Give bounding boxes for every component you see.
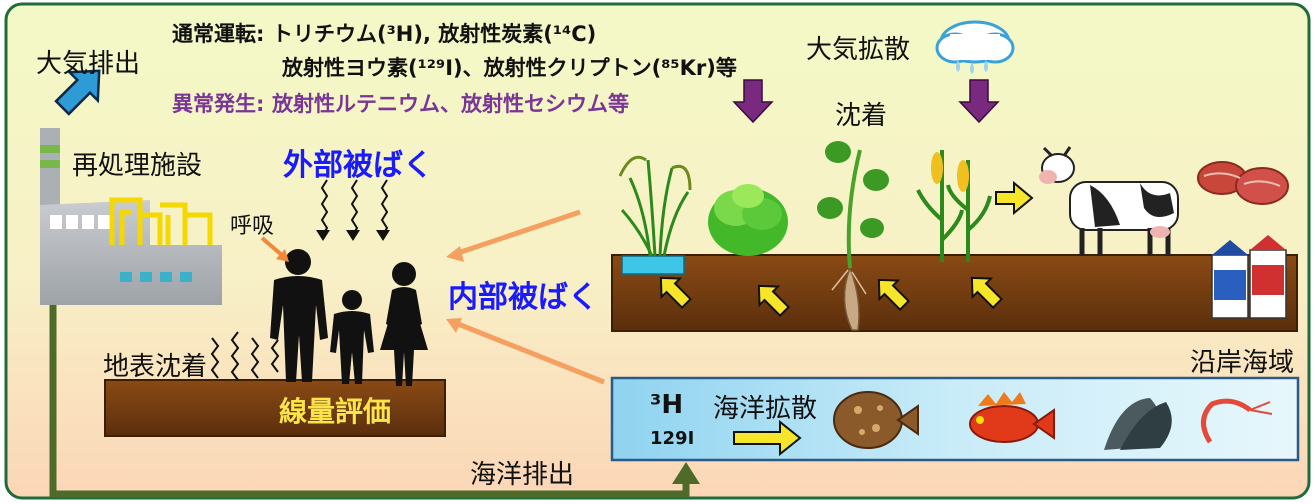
atmospheric-release-arrow: [54, 69, 101, 116]
cow-icon: [1039, 146, 1179, 256]
rice-plant-icon: [618, 155, 692, 257]
external-exposure-arrows: [320, 179, 389, 237]
iodine-label: 129I: [650, 428, 695, 449]
rockfish-icon: [969, 392, 1055, 443]
ocean-discharge-path: [49, 305, 690, 498]
milk-carton-icon: [1211, 235, 1287, 319]
tritium-label: ³H: [650, 390, 684, 420]
ground-deposition-label: 地表沈着: [103, 352, 208, 382]
abnormal-prefix: 異常発生:: [172, 92, 265, 116]
reprocessing-plant-icon: [40, 128, 222, 305]
lettuce-icon: [708, 184, 788, 256]
discharge-arrowhead: [672, 462, 700, 484]
meat-icon: [1197, 161, 1289, 205]
reprocessing-plant-label: 再処理施設: [72, 151, 203, 181]
respiration-label: 呼吸: [230, 214, 275, 239]
normal-operation-line2: 放射性ヨウ素(¹²⁹I)、放射性クリプトン(⁸⁵Kr)等: [282, 56, 737, 80]
dose-assessment-label: 線量評価: [279, 395, 392, 428]
paddy-water: [621, 255, 685, 275]
respiration-arrow: [260, 236, 289, 262]
corn-plant-icon: [916, 150, 992, 262]
seaweed-icon: [1104, 398, 1172, 450]
ground-slab: [104, 379, 446, 437]
deposition-label: 沈着: [835, 101, 888, 131]
flounder-icon: [833, 391, 919, 449]
farm-soil: [611, 254, 1298, 332]
ground-shine-waves: [210, 331, 280, 381]
abnormal-text: 放射性ルテニウム、放射性セシウム等: [272, 92, 629, 116]
deposition-arrows: [732, 79, 1000, 124]
soil-uptake-arrows: [659, 276, 1003, 317]
ocean-discharge-label: 海洋排出: [470, 460, 575, 490]
feed-to-cow-arrow: [995, 180, 1034, 216]
shrimp-icon: [1201, 398, 1273, 444]
internal-exposure-label: 内部被ばく: [448, 280, 598, 315]
normal-operation-prefix: 通常運転:: [172, 22, 265, 46]
rain-cloud-icon: [935, 20, 1015, 74]
ocean-diffusion-arrow: [733, 419, 802, 457]
atmospheric-diffusion-label: 大気拡散: [806, 35, 911, 65]
background-panel: [4, 2, 1311, 500]
internal-exposure-arrows: [446, 209, 605, 385]
coastal-sea-label: 沿岸海域: [1190, 348, 1295, 378]
coastal-sea-box: [610, 376, 1300, 462]
people-silhouette-icon: [270, 249, 428, 386]
atmospheric-release-label: 大気排出: [36, 49, 141, 79]
normal-operation-line1: トリチウム(³H), 放射性炭素(¹⁴C): [272, 22, 597, 46]
ocean-diffusion-label: 海洋拡散: [713, 394, 818, 424]
root-vegetable-icon: [817, 141, 889, 331]
external-exposure-label: 外部被ばく: [283, 148, 433, 183]
